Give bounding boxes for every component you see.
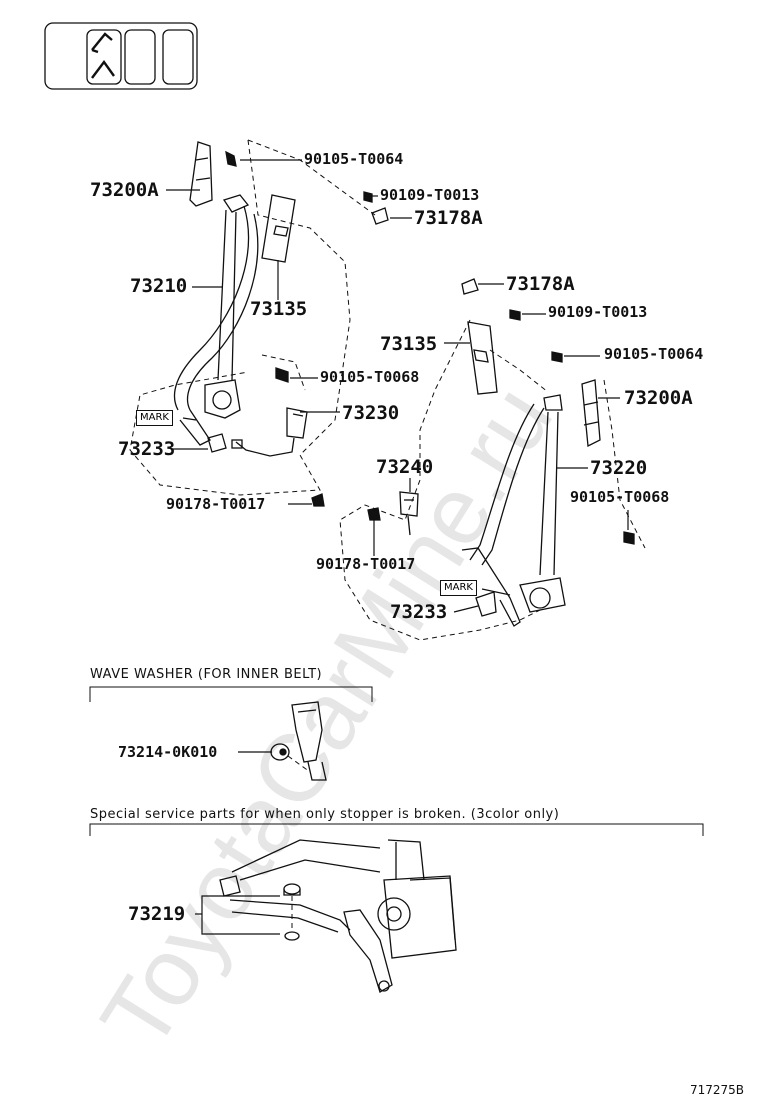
part-label-90105-t0068-left: 90105-T0068	[320, 368, 420, 386]
right-bolts	[367, 278, 635, 617]
part-label-90178-t0017-left: 90178-T0017	[166, 495, 266, 513]
part-label-73200a-left: 73200A	[90, 179, 159, 201]
special-parts-heading: Special service parts for when only stop…	[90, 807, 560, 822]
part-label-90105-t0064-right: 90105-T0064	[604, 345, 704, 363]
seat-layout-icon	[44, 22, 198, 90]
part-label-90109-t0013-right: 90109-T0013	[548, 303, 648, 321]
wave-washer-heading: WAVE WASHER (FOR INNER BELT)	[90, 667, 323, 682]
part-label-73220: 73220	[590, 457, 648, 479]
wave-washer-section	[89, 686, 373, 781]
left-leader-lines	[166, 159, 412, 505]
part-label-73233-right: 73233	[390, 601, 448, 623]
part-label-73219: 73219	[128, 903, 186, 925]
part-label-90105-t0064-left: 90105-T0064	[304, 150, 404, 168]
left-buckle-73230	[231, 407, 308, 457]
part-label-73233-left: 73233	[118, 438, 176, 460]
part-label-73178a-right: 73178A	[506, 273, 575, 295]
diagram-id: 717275B	[690, 1083, 745, 1097]
left-cover-73135	[261, 194, 296, 263]
part-label-73230: 73230	[342, 402, 400, 424]
part-label-73135-left: 73135	[250, 298, 308, 320]
right-leader-lines	[373, 283, 629, 613]
part-label-73200a-right: 73200A	[624, 387, 693, 409]
right-cover-73135	[467, 321, 498, 395]
right-retractor	[461, 379, 601, 627]
part-label-90178-t0017-right: 90178-T0017	[316, 555, 416, 573]
special-parts-section	[89, 823, 704, 993]
part-label-73240: 73240	[376, 456, 434, 478]
mark-tag-left: MARK	[136, 410, 173, 426]
left-bolts	[207, 150, 389, 507]
part-label-73135-right: 73135	[380, 333, 438, 355]
mark-tag-right: MARK	[440, 580, 477, 596]
part-label-90109-t0013-left: 90109-T0013	[380, 186, 480, 204]
part-label-73214-0k010: 73214-0K010	[118, 743, 218, 761]
part-label-73178a-left: 73178A	[414, 207, 483, 229]
right-seat-outline	[339, 319, 646, 641]
right-buckle-73240	[399, 491, 419, 536]
part-label-73210: 73210	[130, 275, 188, 297]
part-label-90105-t0068-right: 90105-T0068	[570, 488, 670, 506]
